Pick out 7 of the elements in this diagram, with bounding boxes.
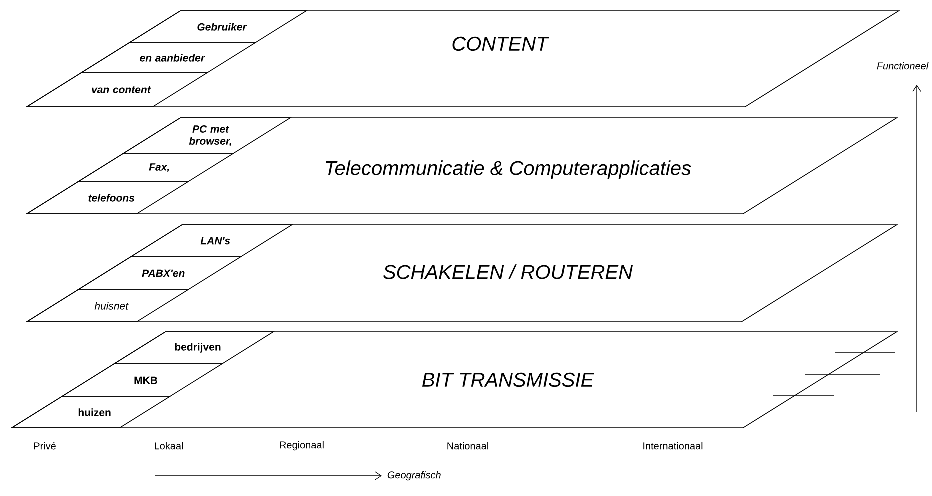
axis-label: Regionaal	[280, 441, 324, 451]
axis-label: Functioneel	[877, 62, 929, 70]
axis-label: Lokaal	[155, 442, 184, 450]
axis-label: Nationaal	[448, 442, 488, 450]
axis-label: Internationaal	[644, 442, 703, 450]
axis-label: Geografisch	[388, 471, 441, 481]
axis-label: Privé	[34, 442, 56, 450]
